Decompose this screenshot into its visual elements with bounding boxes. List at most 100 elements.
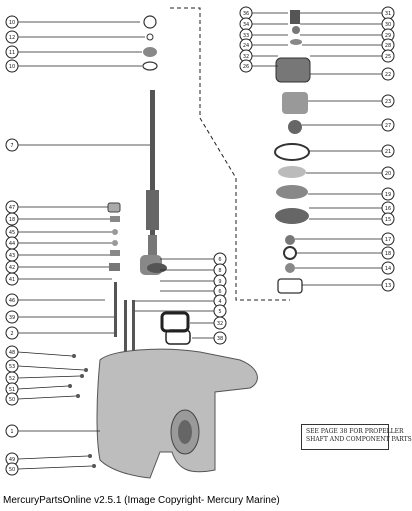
svg-text:49: 49 [9,457,15,463]
callout-11: 11 [5,45,142,59]
svg-text:48: 48 [9,350,15,356]
callout-32: 32 [190,316,227,330]
gearcase-gaskets [160,311,191,345]
callout-41: 41 [5,272,112,286]
callout-26: 26 [239,59,278,73]
svg-text:29: 29 [385,33,391,39]
callout-29: 29 [300,28,395,42]
svg-text:4: 4 [218,299,221,305]
svg-text:15: 15 [385,217,391,223]
callout-50: 50 [5,392,80,406]
callout-47: 47 [5,200,108,214]
svg-text:13: 13 [385,283,391,289]
svg-text:10: 10 [9,20,15,26]
callout-9: 9 [160,274,227,288]
note-line-2: SHAFT AND COMPONENT PARTS [306,436,412,443]
callout-7: 7 [5,138,150,152]
callout-6b: 6 [160,284,227,298]
callout-43: 43 [5,248,110,262]
svg-text:16: 16 [385,206,391,212]
svg-text:45: 45 [9,230,15,236]
callout-18: 18 [5,212,110,226]
callout-19: 19 [308,187,395,201]
callout-10b: 10 [5,59,142,73]
svg-text:50: 50 [9,467,15,473]
callout-27: 27 [302,118,395,132]
svg-text:18: 18 [385,251,391,257]
svg-text:46: 46 [9,298,15,304]
callout-13: 13 [302,278,395,292]
callout-52: 52 [5,371,84,385]
svg-text:9: 9 [218,279,221,285]
svg-text:53: 53 [9,364,15,370]
svg-text:32: 32 [243,54,249,60]
bearing-parts [107,202,167,275]
callout-21: 21 [309,144,395,158]
callout-46: 46 [5,293,105,307]
callout-1: 1 [5,424,100,438]
callout-20: 20 [306,166,395,180]
callout-31: 31 [300,6,395,20]
propeller-note-box: SEE PAGE 38 FOR PROPELLER SHAFT AND COMP… [301,424,412,450]
svg-text:31: 31 [385,11,391,17]
svg-text:36: 36 [243,11,249,17]
right-mid-callouts: 23 27 21 20 19 16 15 17 18 14 13 [295,94,395,292]
svg-text:6: 6 [218,257,221,263]
callout-30: 30 [300,17,395,31]
svg-text:50: 50 [9,397,15,403]
upper-washers [142,15,158,71]
callout-14: 14 [295,261,395,275]
svg-text:12: 12 [9,35,15,41]
callout-8: 8 [160,263,227,277]
svg-text:8: 8 [218,268,221,274]
svg-text:41: 41 [9,277,15,283]
svg-text:19: 19 [385,192,391,198]
svg-text:25: 25 [385,54,391,60]
callout-48: 48 [5,345,76,359]
svg-text:52: 52 [9,376,15,382]
svg-text:21: 21 [385,149,391,155]
svg-text:10: 10 [9,64,15,70]
svg-text:24: 24 [243,43,249,49]
right-top-left-callouts: 36 34 33 24 32 26 [239,6,288,73]
left-callouts: 10 12 11 10 7 47 18 45 44 43 42 41 46 39… [5,15,150,476]
callout-39: 39 [5,310,114,324]
svg-text:38: 38 [217,336,223,342]
svg-text:22: 22 [385,72,391,78]
callout-15: 15 [309,212,395,226]
callout-6: 6 [160,252,227,266]
svg-text:17: 17 [385,237,391,243]
svg-text:2: 2 [10,331,13,337]
callout-36: 36 [239,6,288,20]
callout-42: 42 [5,260,109,274]
drive-shaft [146,90,159,255]
callout-53: 53 [5,359,88,373]
svg-text:44: 44 [9,241,15,247]
right-top-right-callouts: 31 30 29 28 25 22 [300,6,395,81]
dashed-connector-line [170,7,290,301]
callout-24: 24 [239,38,288,52]
image-caption: MercuryPartsOnline v2.5.1 (Image Copyrig… [3,495,280,506]
callout-5: 5 [135,304,227,318]
svg-text:5: 5 [218,309,221,315]
callout-17: 17 [295,232,395,246]
callout-22: 22 [310,67,395,81]
svg-text:51: 51 [9,387,15,393]
svg-text:11: 11 [9,50,15,56]
svg-text:42: 42 [9,265,15,271]
callout-4: 4 [135,294,227,308]
svg-text:32: 32 [217,321,223,327]
svg-text:1: 1 [10,429,13,435]
svg-text:30: 30 [385,22,391,28]
svg-text:43: 43 [9,253,15,259]
callout-10: 10 [5,15,140,29]
svg-text:28: 28 [385,43,391,49]
studs [114,282,135,355]
svg-text:27: 27 [385,123,391,129]
callout-34: 34 [239,17,288,31]
callout-44: 44 [5,236,112,250]
callout-16: 16 [309,201,395,215]
callout-12: 12 [5,30,145,44]
svg-text:20: 20 [385,171,391,177]
callout-28: 28 [302,38,395,52]
